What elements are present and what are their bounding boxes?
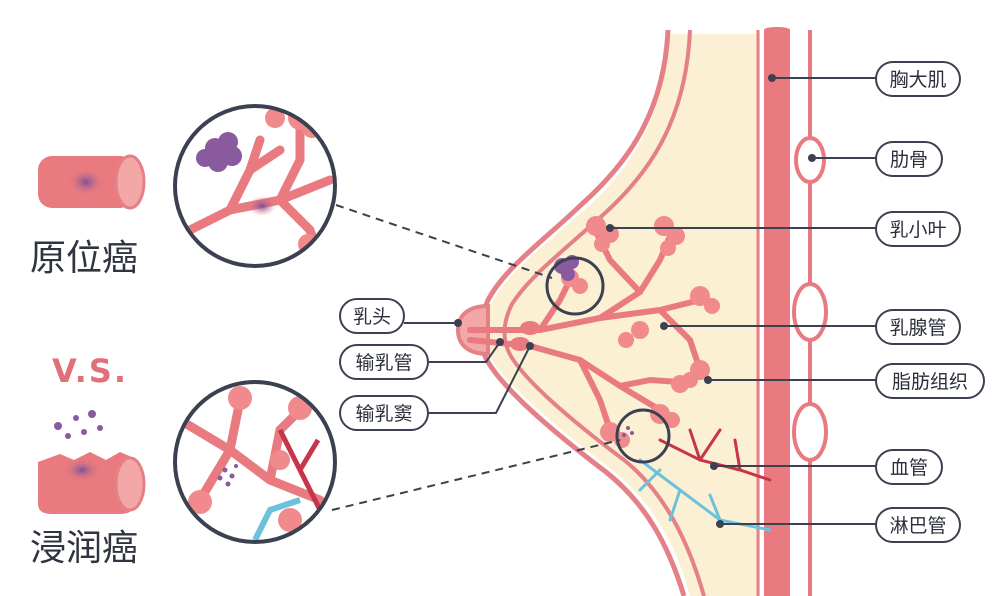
label-invasive: 浸润癌	[30, 528, 138, 569]
connector-bottom	[331, 439, 621, 511]
svg-text:胸大肌: 胸大肌	[889, 69, 946, 91]
in-situ-tube-icon	[38, 154, 146, 210]
callout-lobule: 乳小叶	[606, 211, 961, 247]
callout-nipple: 乳头	[339, 298, 462, 334]
connector-top	[335, 204, 553, 279]
svg-text:乳小叶: 乳小叶	[889, 219, 946, 241]
callout-rib: 肋骨	[808, 141, 943, 177]
callout-ring-invasive	[615, 408, 671, 464]
invasive-cells	[622, 426, 634, 437]
svg-text:输乳管: 输乳管	[355, 352, 412, 374]
callout-lactiferous-sinus: 输乳窦	[339, 342, 534, 431]
callout-adipose-tissue: 脂肪组织	[704, 363, 985, 399]
magnified-invasive	[173, 380, 337, 544]
svg-text:肋骨: 肋骨	[890, 149, 928, 171]
callout-blood-vessel: 血管	[710, 449, 943, 485]
lactiferous-sinus	[510, 321, 540, 351]
invasive-tube-icon	[38, 410, 146, 514]
callout-pectoral-muscle: 胸大肌	[768, 61, 961, 97]
svg-text:输乳窦: 输乳窦	[355, 403, 412, 425]
callout-ring-in-situ	[545, 256, 605, 316]
callout-mammary-duct: 乳腺管	[660, 309, 961, 345]
pectoral-muscle	[764, 27, 790, 596]
label-versus: V.S.	[52, 352, 128, 390]
callout-lymph-vessel: 淋巴管	[716, 507, 961, 543]
svg-text:乳腺管: 乳腺管	[889, 317, 946, 339]
svg-text:脂肪组织: 脂肪组织	[892, 371, 968, 393]
svg-text:乳头: 乳头	[353, 306, 391, 328]
callout-lactiferous-duct: 输乳管	[339, 338, 504, 380]
svg-text:淋巴管: 淋巴管	[889, 515, 946, 537]
svg-text:血管: 血管	[890, 457, 928, 479]
label-in-situ: 原位癌	[30, 238, 138, 279]
magnified-in-situ	[173, 104, 337, 268]
breast-cross-section	[455, 27, 828, 596]
